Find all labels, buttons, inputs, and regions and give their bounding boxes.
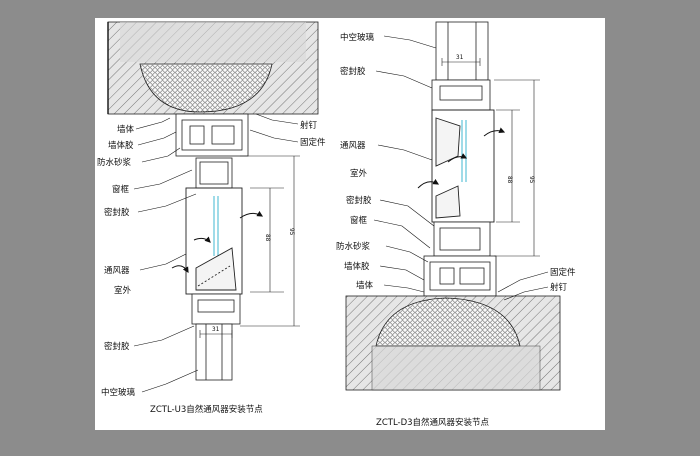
right-caption: ZCTL-D3自然通风器安装节点 [376, 417, 490, 428]
right-wall-block [345, 295, 561, 391]
right-leader-lines [373, 35, 549, 301]
left-dim-width: 31 [212, 326, 220, 333]
left-detail: 31 88 95 墙体 墙体胶 防水砂浆 窗框 密封胶 通风器 室外 密封胶 中… [97, 21, 326, 415]
right-label-glass: 中空玻璃 [340, 32, 375, 43]
left-frame-profile [175, 113, 249, 189]
left-dim-outer-height: 95 [288, 228, 295, 236]
right-detail: 31 88 95 中空玻璃 密封胶 通风器 室外 密封胶 窗框 防水砂浆 墙体胶… [336, 21, 576, 428]
right-dim-inner-height: 88 [506, 176, 513, 184]
left-label-wall: 墙体 [117, 124, 135, 135]
right-label-sealant-mid: 密封胶 [346, 195, 372, 206]
right-label-mortar: 防水砂浆 [336, 241, 371, 252]
left-label-outdoor: 室外 [114, 285, 132, 296]
right-label-fixing: 固定件 [550, 267, 576, 278]
right-airflow-arrows [417, 127, 506, 189]
right-label-wall-glue: 墙体胶 [344, 261, 370, 272]
left-label-mortar: 防水砂浆 [97, 157, 132, 168]
left-label-glass: 中空玻璃 [101, 387, 136, 398]
right-upper-glass [431, 21, 491, 111]
left-caption: ZCTL-U3自然通风器安装节点 [150, 404, 263, 415]
right-label-nail: 射钉 [550, 282, 568, 293]
left-lower-glass [191, 293, 241, 381]
left-label-sealant-upper: 密封胶 [104, 207, 130, 218]
left-dim-inner-height: 88 [264, 234, 271, 242]
right-ventilator-body [431, 109, 495, 223]
right-dim-width: 31 [456, 54, 464, 61]
left-ventilator-body [185, 187, 243, 295]
right-dim-outer-height: 95 [528, 176, 535, 184]
left-label-ventilator: 通风器 [104, 265, 130, 276]
left-label-frame: 窗框 [112, 184, 130, 195]
right-label-wall: 墙体 [356, 280, 374, 291]
right-label-ventilator: 通风器 [340, 140, 366, 151]
right-frame-profile [423, 221, 497, 297]
right-label-sealant-top: 密封胶 [340, 66, 366, 77]
left-airflow-arrows [171, 210, 264, 274]
left-label-nail: 射钉 [300, 120, 318, 131]
right-label-frame: 窗框 [350, 215, 368, 226]
left-label-sealant-lower: 密封胶 [104, 341, 130, 352]
right-label-outdoor: 室外 [350, 168, 368, 179]
left-label-wall-glue: 墙体胶 [108, 140, 134, 151]
left-label-fixing: 固定件 [300, 137, 326, 148]
right-dimension-lines [441, 58, 540, 257]
left-dimension-lines [199, 155, 300, 338]
left-wall-block [107, 21, 319, 115]
left-leader-lines [133, 113, 299, 393]
